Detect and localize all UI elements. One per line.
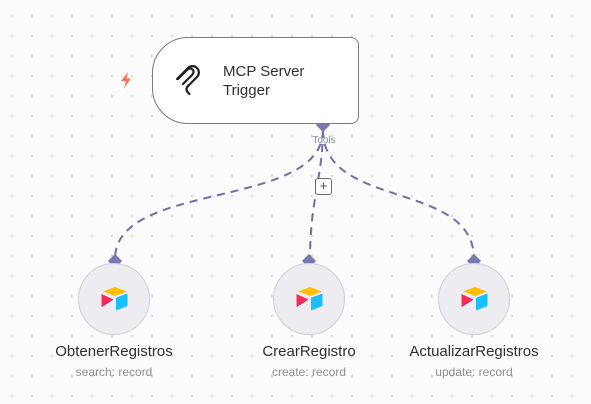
lightning-bolt-icon — [119, 71, 133, 89]
tool-node-obtener-registros[interactable] — [78, 263, 150, 335]
tool-node-actualizar-registros[interactable] — [438, 263, 510, 335]
tool-subtitle-actualizar-registros: update: record — [435, 365, 513, 379]
tool-name-obtener-registros: ObtenerRegistros — [55, 343, 173, 360]
trigger-title: MCP Server Trigger — [223, 63, 305, 99]
airtable-icon — [294, 285, 324, 313]
tool-node-crear-registro[interactable] — [273, 263, 345, 335]
tool-name-crear-registro: CrearRegistro — [262, 343, 356, 360]
mcp-server-trigger-node[interactable]: MCP Server Trigger — [152, 37, 359, 124]
add-tool-button[interactable]: + — [315, 178, 332, 195]
tools-connector-label: Tools — [312, 135, 336, 146]
tool-subtitle-crear-registro: create: record — [271, 365, 347, 379]
airtable-icon — [459, 285, 489, 313]
connection-line-obtener-registros[interactable] — [114, 129, 324, 260]
tool-name-actualizar-registros: ActualizarRegistros — [409, 343, 539, 360]
mcp-icon — [174, 65, 204, 96]
tool-subtitle-obtener-registros: search: record — [75, 365, 153, 379]
airtable-icon — [99, 285, 129, 313]
connection-line-actualizar-registros[interactable] — [322, 129, 475, 260]
